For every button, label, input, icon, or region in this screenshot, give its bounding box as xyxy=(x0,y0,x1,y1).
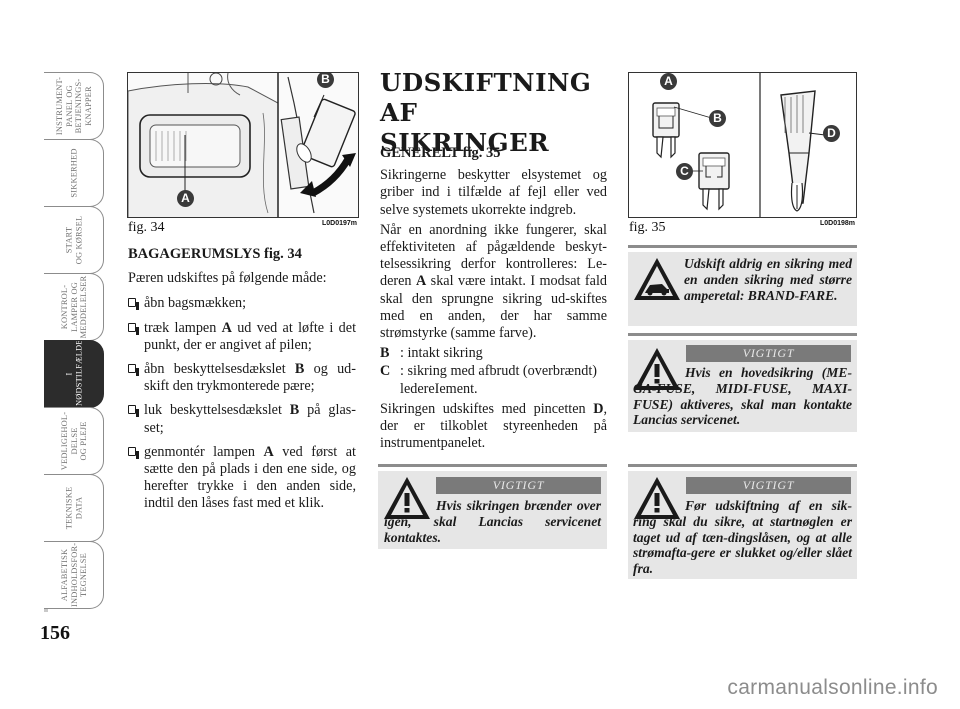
warning-text: Hvis sikringen brænder over igen, skal L… xyxy=(384,498,601,545)
figure-35-caption: fig. 35 xyxy=(629,220,666,235)
warning-text: Udskift aldrig en sikring med en anden s… xyxy=(684,256,852,303)
legend-item-b: B: intakt sikring xyxy=(380,345,483,362)
tab-label: KONTROL- LAMPER OG MEDDELELSER xyxy=(59,275,88,339)
callout-b: B xyxy=(317,73,334,88)
warning-important-label: VIGTIGT xyxy=(686,477,851,494)
warning-text: Hvis en hovedsikring (ME-GA-FUSE, MIDI-F… xyxy=(633,365,852,428)
tab-technical-data[interactable]: TEKNISKE DATA xyxy=(44,474,104,542)
fuses-paragraph-1: Sikringerne beskytter elsystemet og grib… xyxy=(380,167,607,218)
tab-label: I NØDSTILFÆLDE xyxy=(64,340,83,406)
callout-c: C xyxy=(676,163,693,180)
tab-index[interactable]: ALFABETISK INDHOLDSFOR- TEGNELSE xyxy=(44,541,104,609)
warning-important-main-fuse: VIGTIGT Hvis en hovedsikring (ME-GA-FUSE… xyxy=(628,340,857,432)
step-2: træk lampen A ud ved at løfte i det punk… xyxy=(128,320,356,354)
warning-2-rule xyxy=(628,245,857,248)
warning-1-rule xyxy=(378,464,607,467)
tab-warning-lights[interactable]: KONTROL- LAMPER OG MEDDELELSER xyxy=(44,273,104,341)
figure-34-code: L0D0197m xyxy=(322,220,358,227)
page-number: 156 xyxy=(40,622,70,644)
warning-important-label: VIGTIGT xyxy=(686,345,851,362)
page-title: UDSKIFTNING AF SIKRINGER xyxy=(380,68,592,157)
legend-item-c: C: sikring med afbrudt (overbrændt) lede… xyxy=(380,363,598,397)
tab-start-driving[interactable]: START OG KØRSEL xyxy=(44,206,104,274)
warning-important-before-replace: VIGTIGT Før udskiftning af en sik-ring s… xyxy=(628,471,857,579)
warning-triangle-icon xyxy=(634,477,680,519)
trunk-light-illustration xyxy=(128,73,358,217)
warning-triangle-icon xyxy=(384,477,430,519)
callout-a: A xyxy=(177,190,194,207)
warning-important-refuse: VIGTIGT Hvis sikringen brænder over igen… xyxy=(378,471,607,549)
warning-4-rule xyxy=(628,464,857,467)
figure-35-code: L0D0198m xyxy=(820,220,856,227)
fuses-subheading: GENERELT fig. 35 xyxy=(380,145,501,161)
tab-label: START OG KØRSEL xyxy=(64,215,83,265)
tab-emergency[interactable]: I NØDSTILFÆLDE xyxy=(44,340,104,408)
callout-a: A xyxy=(660,73,677,90)
luggage-light-intro: Pæren udskiftes på følgende måde: xyxy=(128,270,327,287)
warning-3-rule xyxy=(628,333,857,336)
figure-34: B A xyxy=(127,72,359,218)
luggage-light-heading: BAGAGERUMSLYS fig. 34 xyxy=(128,246,302,262)
bullet-box-icon xyxy=(128,364,139,377)
tab-instrument-panel[interactable]: INSTRUMENT- PANEL OG BETJENINGS- KNAPPER xyxy=(44,72,104,140)
car-hazard-icon xyxy=(634,258,680,300)
step-1: åbn bagsmækken; xyxy=(128,295,356,312)
bullet-box-icon xyxy=(128,405,139,418)
tab-label: SIKKERHED xyxy=(68,148,78,198)
fuses-paragraph-2: Når en anordning ikke fungerer, skal eff… xyxy=(380,221,607,342)
warning-triangle-icon xyxy=(634,348,680,390)
step-5: genmontér lampen A ved først at sætte de… xyxy=(128,444,356,513)
step-4: luk beskyttelsesdækslet B på glas-set; xyxy=(128,402,356,436)
callout-d: D xyxy=(823,125,840,142)
tab-safety[interactable]: SIKKERHED xyxy=(44,139,104,207)
fuses-section: GENERELT fig. 35 Sikringerne beskytter e… xyxy=(380,145,607,455)
bullet-box-icon xyxy=(128,322,139,335)
bullet-box-icon xyxy=(128,446,139,459)
warning-text: Før udskiftning af en sik-ring skal du s… xyxy=(633,498,852,577)
luggage-light-section: BAGAGERUMSLYS fig. 34 Pæren udskiftes på… xyxy=(128,246,356,520)
tab-maintenance[interactable]: VEDLIGEHOL- DELSE OG PLEJE xyxy=(44,407,104,475)
tab-label: VEDLIGEHOL- DELSE OG PLEJE xyxy=(59,411,88,471)
warning-important-label: VIGTIGT xyxy=(436,477,601,494)
tab-label: ALFABETISK INDHOLDSFOR- TEGNELSE xyxy=(59,542,88,607)
figure-35: A B C D xyxy=(628,72,857,218)
tab-label: INSTRUMENT- PANEL OG BETJENINGS- KNAPPER xyxy=(54,76,93,136)
figure-34-caption: fig. 34 xyxy=(128,220,165,235)
step-3: åbn beskyttelsesdækslet B og ud-skift de… xyxy=(128,361,356,395)
watermark: carmanualsonline.info xyxy=(727,676,938,699)
tab-label: TEKNISKE DATA xyxy=(64,486,83,530)
callout-b: B xyxy=(709,110,726,127)
fuse-types-illustration xyxy=(629,73,856,217)
bullet-box-icon xyxy=(128,298,139,311)
warning-fire-hazard: Udskift aldrig en sikring med en anden s… xyxy=(628,252,857,326)
fuses-paragraph-3: Sikringen udskiftes med pincetten D, der… xyxy=(380,400,607,452)
